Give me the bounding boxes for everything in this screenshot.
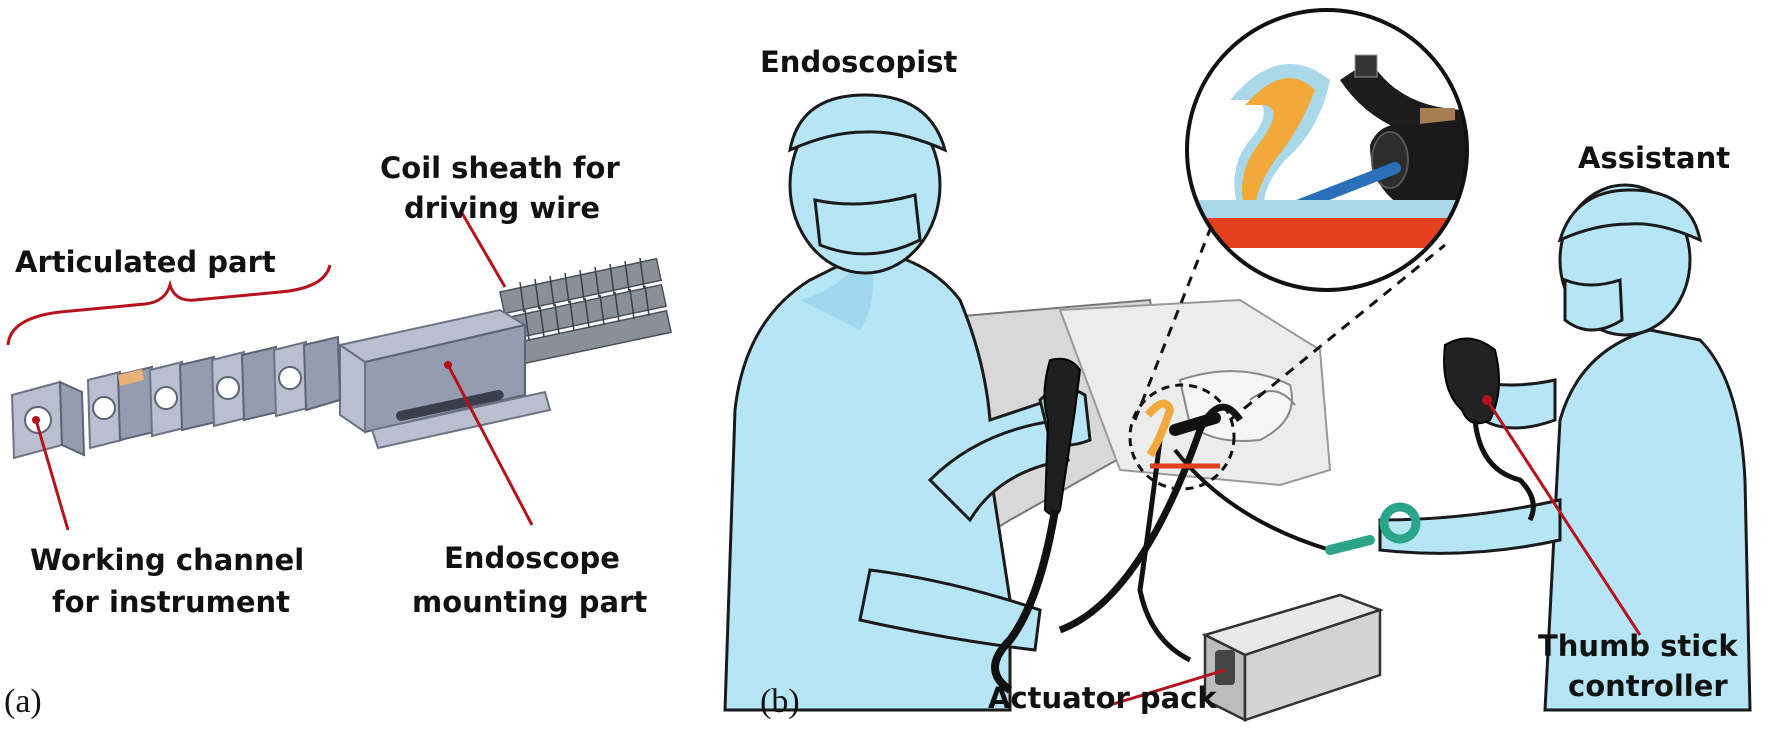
working-channel-leader	[34, 419, 70, 531]
mounting-part-leader	[446, 364, 534, 526]
endoscope-handle	[991, 357, 1421, 694]
label-thumb-stick-2: controller	[1568, 669, 1728, 703]
label-working-channel-2: for instrument	[52, 585, 290, 619]
label-articulated-part: Articulated part	[15, 245, 276, 279]
endoscope-mounting-part	[337, 308, 552, 450]
detail-callout-circle	[1128, 383, 1236, 491]
thumb-stick-leader	[1485, 399, 1642, 636]
working-site-detail	[1144, 399, 1221, 469]
actuator-pack	[1201, 593, 1384, 723]
label-endoscope-mount-1: Endoscope	[444, 541, 620, 575]
label-endoscopist: Endoscopist	[760, 45, 957, 79]
label-assistant: Assistant	[1578, 141, 1730, 175]
label-thumb-stick-1: Thumb stick	[1538, 629, 1738, 663]
panel-a: Articulated part Coil sheath for driving…	[4, 151, 672, 720]
articulated-segments	[10, 335, 342, 460]
label-coil-sheath-1: Coil sheath for	[380, 151, 620, 185]
label-endoscope-mount-2: mounting part	[412, 585, 647, 619]
thumb-stick-controller	[1443, 337, 1536, 522]
label-coil-sheath-2: driving wire	[404, 191, 600, 225]
coil-sheath-leader	[460, 212, 507, 288]
magnified-detail	[1185, 8, 1469, 292]
panel-tag-b: (b)	[760, 683, 800, 720]
label-working-channel-1: Working channel	[30, 543, 304, 577]
articulated-part-bracket	[6, 264, 332, 346]
label-actuator-pack: Actuator pack	[988, 681, 1217, 715]
actuator-pack-leader	[1109, 668, 1226, 707]
assistant-figure	[1378, 183, 1752, 712]
panel-b: Endoscopist Assistant Actuator pack Thum…	[723, 8, 1752, 723]
panel-tag-a: (a)	[4, 683, 42, 720]
coil-sheath	[499, 257, 672, 367]
